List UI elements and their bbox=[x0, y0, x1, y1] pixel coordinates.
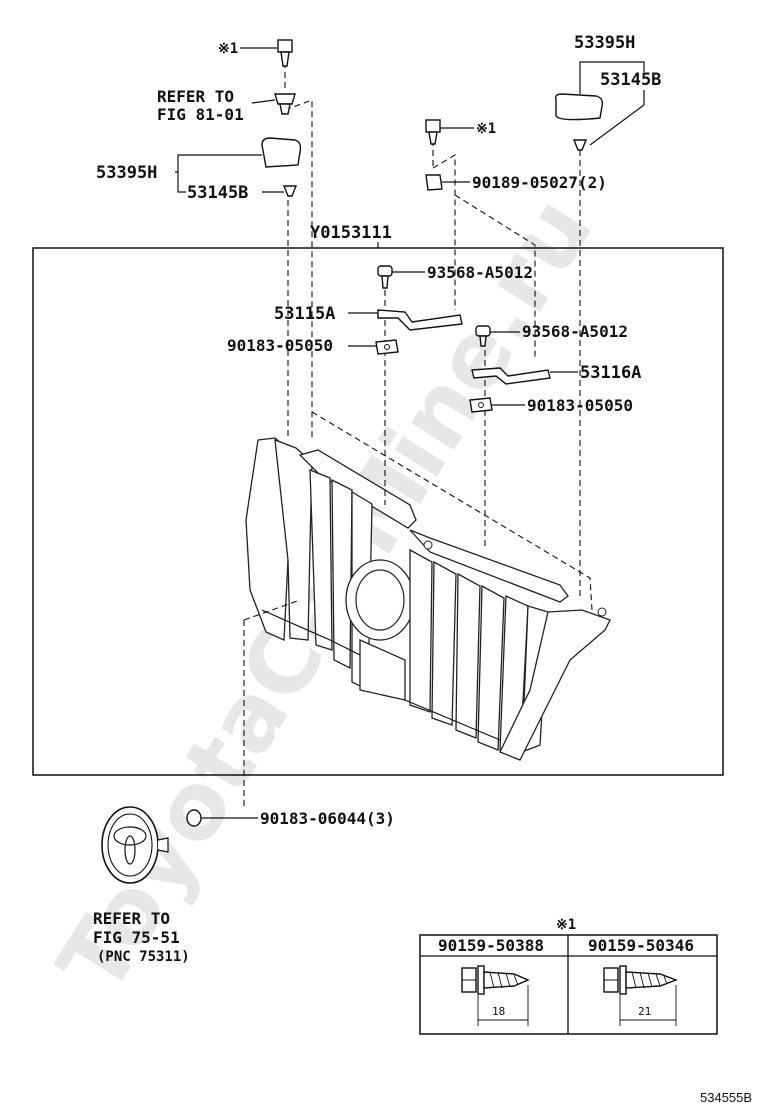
part-90183-06044[interactable]: 90183-06044(3) bbox=[260, 809, 395, 828]
screw-table-col-2-length: 21 bbox=[638, 1005, 651, 1018]
screw-mid-icon[interactable] bbox=[425, 119, 441, 145]
clip-left-icon[interactable] bbox=[282, 185, 298, 197]
part-53115A[interactable]: 53115A bbox=[274, 304, 335, 324]
washer-b-icon[interactable] bbox=[469, 397, 493, 413]
screw-21-icon bbox=[603, 965, 678, 995]
refer-fig-81-line2[interactable]: FIG 81-01 bbox=[157, 105, 244, 124]
part-53395H-right[interactable]: 53395H bbox=[574, 33, 635, 53]
refer-fig-75-line2[interactable]: FIG 75-51 bbox=[93, 928, 180, 947]
assembly-guide-lines bbox=[243, 62, 593, 808]
screw-table-col-1-length: 18 bbox=[492, 1005, 505, 1018]
screw-table-col-2-part[interactable]: 90159-50346 bbox=[588, 936, 694, 955]
part-90189-05027[interactable]: 90189-05027(2) bbox=[472, 173, 607, 192]
clip-right-icon[interactable] bbox=[572, 139, 588, 151]
emblem-nut-icon[interactable] bbox=[186, 809, 202, 827]
grille-bracket-right[interactable] bbox=[554, 93, 604, 121]
screw-table-note: ※1 bbox=[556, 917, 576, 933]
washer-icon[interactable] bbox=[375, 339, 399, 355]
screw-18-icon bbox=[461, 965, 530, 995]
part-53145B-left[interactable]: 53145B bbox=[187, 183, 248, 203]
part-90183-05050-b[interactable]: 90183-05050 bbox=[527, 396, 633, 415]
clip-icon[interactable] bbox=[274, 93, 296, 115]
part-53395H-left[interactable]: 53395H bbox=[96, 163, 157, 183]
part-53116A[interactable]: 53116A bbox=[580, 363, 641, 383]
assembly-label: Y0153111 bbox=[310, 223, 392, 243]
radiator-grille[interactable] bbox=[245, 437, 611, 761]
part-90183-05050-a[interactable]: 90183-05050 bbox=[227, 336, 333, 355]
refer-fig-75-line3: (PNC 75311) bbox=[97, 949, 190, 965]
bolt-icon[interactable] bbox=[377, 265, 393, 289]
refer-fig-81-line1: REFER TO bbox=[157, 87, 234, 106]
nut-icon[interactable] bbox=[425, 174, 443, 191]
part-93568-A5012-b[interactable]: 93568-A5012 bbox=[522, 322, 628, 341]
diagram-id: 534555B bbox=[700, 1090, 752, 1105]
bracket-53116A[interactable] bbox=[471, 367, 551, 385]
note-mark-top-mid: ※1 bbox=[476, 121, 496, 137]
bolt-b-icon[interactable] bbox=[475, 325, 491, 347]
grille-bracket-left[interactable] bbox=[261, 137, 302, 168]
bracket-53115A[interactable] bbox=[377, 309, 463, 331]
screw-table-col-1-part[interactable]: 90159-50388 bbox=[438, 936, 544, 955]
note-mark-top-left: ※1 bbox=[218, 41, 238, 57]
screw-icon[interactable] bbox=[277, 39, 293, 67]
screw-table: ※1 90159-50388 90159-50346 18 21 bbox=[419, 917, 718, 1035]
part-53145B-right[interactable]: 53145B bbox=[600, 70, 661, 90]
toyota-emblem-icon[interactable] bbox=[101, 806, 169, 884]
refer-fig-75-line1: REFER TO bbox=[93, 909, 170, 928]
part-93568-A5012-a[interactable]: 93568-A5012 bbox=[427, 263, 533, 282]
